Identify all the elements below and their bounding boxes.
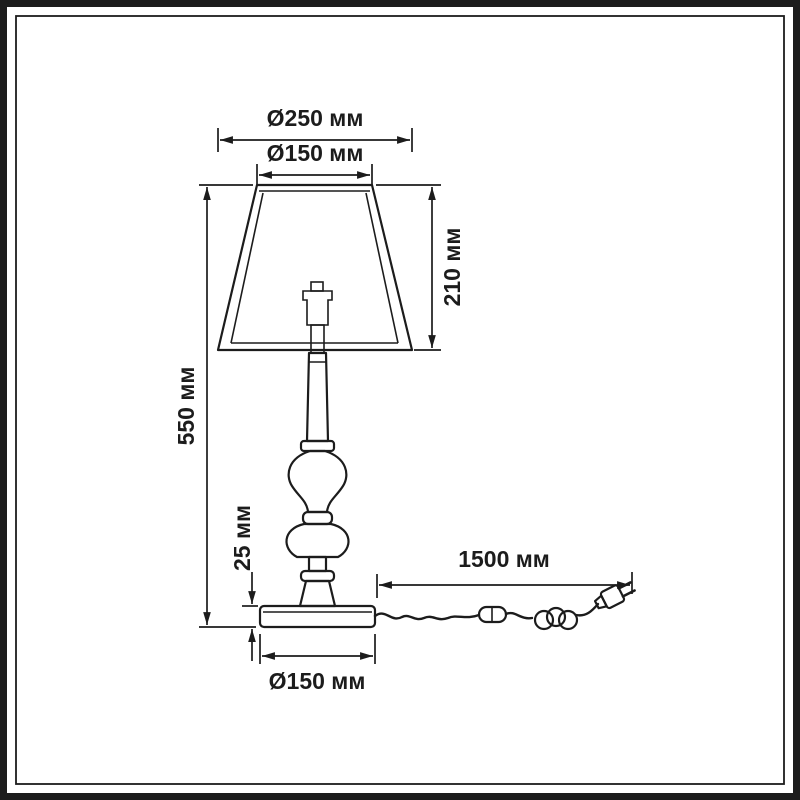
dim-label-cord-length: 1500 мм bbox=[458, 546, 550, 572]
dim-label-shade-top-diameter: Ø150 мм bbox=[267, 140, 364, 166]
stem-disc bbox=[299, 569, 336, 583]
cord-segment-2 bbox=[504, 611, 534, 620]
inline-switch bbox=[477, 605, 508, 624]
power-plug bbox=[593, 581, 636, 610]
cord-segment-1 bbox=[373, 612, 481, 621]
coil-loop bbox=[533, 609, 555, 631]
base-slab bbox=[258, 604, 377, 629]
socket-body bbox=[302, 290, 333, 326]
dim-label-shade-height: 210 мм bbox=[439, 228, 465, 307]
dimensions: Ø250 мм Ø150 мм 210 мм 550 мм 25 мм bbox=[173, 105, 633, 694]
power-cord bbox=[373, 581, 636, 631]
cord-coil bbox=[533, 606, 579, 631]
lamp-drawing bbox=[216, 183, 636, 631]
coil-loop bbox=[545, 606, 567, 628]
stem-collar bbox=[299, 439, 336, 453]
socket-finial bbox=[310, 281, 324, 292]
stem-column bbox=[305, 351, 330, 443]
dim-shade-bottom-diameter: Ø250 мм bbox=[217, 105, 413, 152]
dim-shade-height: 210 мм bbox=[376, 184, 465, 351]
shade-inner-right bbox=[365, 192, 399, 344]
lamp-stem bbox=[285, 351, 350, 608]
dim-base-height: 25 мм bbox=[229, 505, 258, 661]
dim-shade-top-diameter: Ø150 мм bbox=[256, 140, 373, 186]
stem-neck bbox=[307, 555, 328, 573]
dim-label-base-height: 25 мм bbox=[229, 505, 255, 571]
stem-gourd bbox=[287, 449, 348, 514]
stem-bulb bbox=[285, 522, 350, 559]
socket-tube bbox=[310, 324, 325, 354]
dim-label-shade-bottom-diameter: Ø250 мм bbox=[267, 105, 364, 131]
stem-ring bbox=[301, 510, 334, 526]
coil-loop bbox=[557, 609, 579, 631]
shade-inner-left bbox=[230, 192, 264, 344]
lamp-shade bbox=[216, 183, 414, 352]
dim-label-base-diameter: Ø150 мм bbox=[269, 668, 366, 694]
dim-cord-length: 1500 мм bbox=[376, 546, 633, 598]
cord-segment-3 bbox=[574, 602, 600, 617]
stem-foot bbox=[298, 579, 337, 608]
inner-border bbox=[15, 15, 785, 785]
dim-label-total-height: 550 мм bbox=[173, 367, 199, 446]
dim-base-diameter: Ø150 мм bbox=[259, 634, 376, 694]
dim-total-height: 550 мм bbox=[173, 184, 256, 628]
lamp-base bbox=[258, 604, 377, 629]
shade-outline bbox=[216, 183, 414, 352]
